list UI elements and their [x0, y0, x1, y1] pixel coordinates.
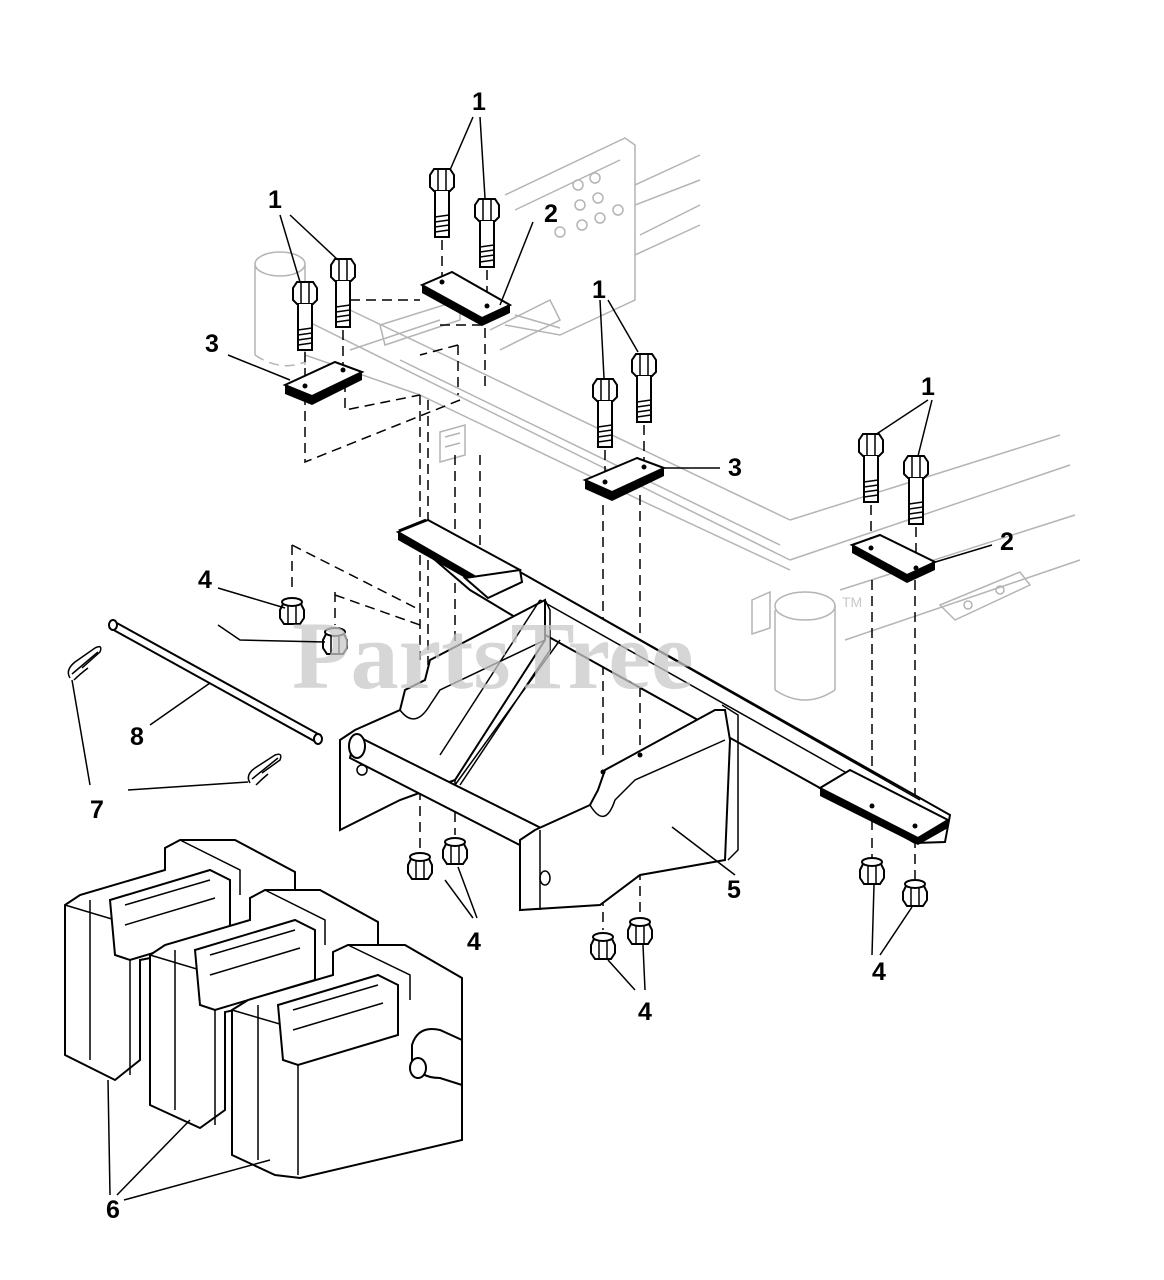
nut	[902, 879, 928, 907]
weight	[231, 944, 463, 1180]
callout-3-left: 3	[205, 330, 219, 358]
callout-1-right: 1	[921, 373, 935, 401]
plate-2-upper	[419, 270, 513, 326]
plate-3-center	[582, 456, 667, 501]
callout-2-upper: 2	[544, 200, 558, 228]
callout-1-center: 1	[592, 276, 606, 304]
callout-4-bottom-left: 4	[467, 928, 481, 956]
weight-pin	[108, 619, 323, 745]
callout-2-right: 2	[1000, 528, 1014, 556]
nut	[590, 932, 616, 960]
nut	[322, 627, 348, 655]
callout-4-bottom-center: 4	[638, 998, 652, 1026]
callout-labels: 1 1 1 1 2 2 3 3 4 4 4 4 5 6 7 8	[90, 88, 1014, 1224]
bolt	[292, 281, 318, 351]
bolt	[474, 198, 500, 268]
nut	[442, 837, 468, 865]
bolt	[903, 455, 929, 525]
bolt	[429, 168, 455, 238]
nut	[859, 857, 885, 885]
bolt	[858, 433, 884, 503]
bolt	[592, 378, 618, 448]
callout-7: 7	[90, 796, 104, 824]
leader-lines	[71, 116, 993, 1201]
hex-bolts	[292, 168, 929, 525]
callout-1-top: 1	[472, 88, 486, 116]
bolt	[330, 258, 356, 328]
plate-2-right	[849, 533, 938, 583]
callout-8: 8	[130, 723, 144, 751]
weight-bracket	[339, 518, 952, 912]
bolt	[631, 353, 657, 423]
watermark-text: PartsTree	[292, 602, 694, 709]
callout-3-center: 3	[728, 454, 742, 482]
plate-3-left	[282, 360, 365, 405]
flange-nuts	[279, 597, 928, 960]
watermark: PartsTree TM	[292, 594, 862, 709]
hairpin-clips	[67, 645, 282, 786]
suitcase-weights	[64, 839, 463, 1180]
nut	[407, 852, 433, 880]
callout-4-left: 4	[198, 566, 212, 594]
callout-1-left: 1	[268, 186, 282, 214]
callout-4-bottom-right: 4	[872, 958, 886, 986]
callout-5: 5	[727, 876, 741, 904]
weight	[149, 889, 379, 1130]
nut	[627, 917, 653, 945]
plates	[282, 270, 938, 583]
nut	[279, 597, 305, 625]
watermark-trademark: TM	[842, 594, 862, 610]
callout-6: 6	[106, 1196, 120, 1224]
